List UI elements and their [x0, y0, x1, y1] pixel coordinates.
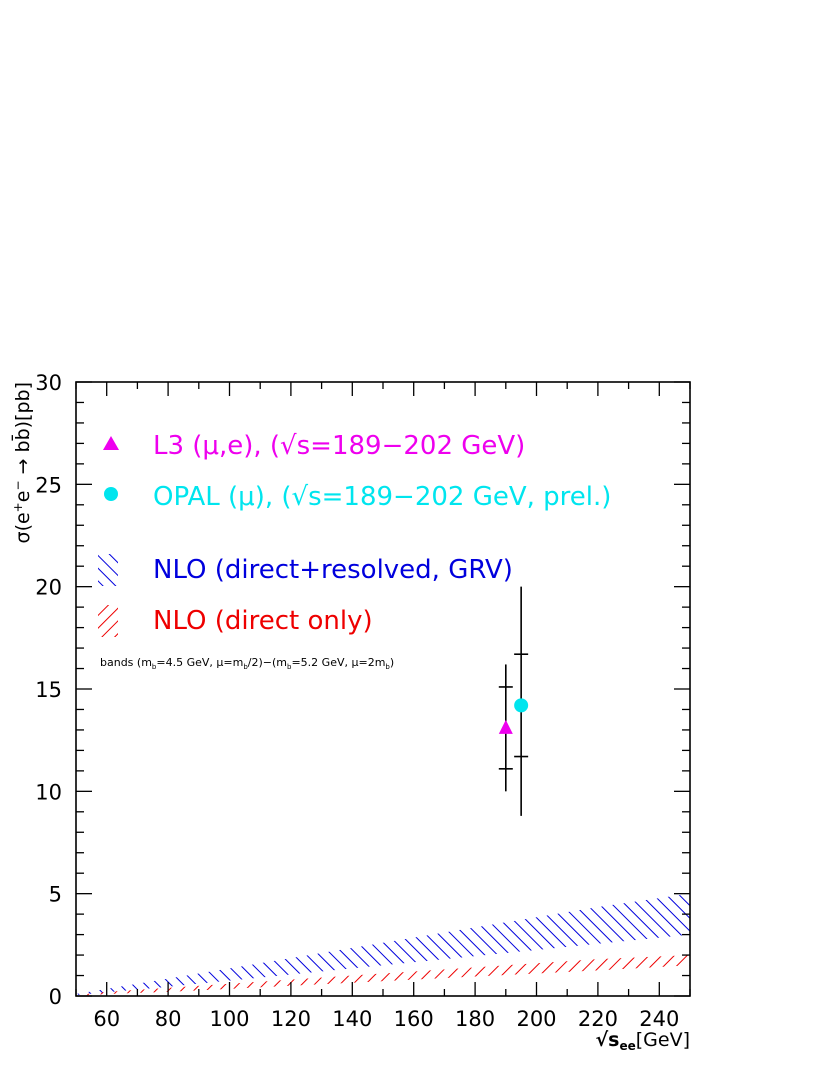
y-tick-label: 0: [49, 985, 62, 1009]
y-tick-label: 20: [35, 576, 62, 600]
x-axis-title: √see[GeV]: [595, 1029, 690, 1053]
x-tick-label: 180: [455, 1007, 495, 1031]
legend-swatch-nlo-full: [98, 554, 118, 586]
x-tick-label: 100: [209, 1007, 249, 1031]
legend-label-nlo-full: NLO (direct+resolved, GRV): [153, 555, 513, 585]
y-tick-label: 25: [35, 473, 62, 497]
plot-frame: [75, 381, 691, 997]
data-point-opal: [514, 698, 529, 713]
x-tick-label: 120: [271, 1007, 311, 1031]
legend-marker-opal: [104, 487, 118, 501]
y-tick-label: 5: [49, 883, 62, 907]
y-axis-title: σ(e+e− → bb̄)[pb]: [10, 382, 34, 543]
legend-swatch-nlo-direct: [98, 605, 118, 637]
legend: L3 (μ,e), (√s=189−202 GeV) OPAL (μ), (√s…: [98, 431, 611, 671]
data-point-l3: [498, 719, 513, 734]
bands-layer: [76, 893, 690, 996]
points-layer: [498, 586, 529, 816]
legend-label-l3: L3 (μ,e), (√s=189−202 GeV): [153, 431, 525, 461]
x-tick-label: 200: [516, 1007, 556, 1031]
ticks-layer: [75, 381, 691, 997]
y-tick-label: 30: [35, 371, 62, 395]
legend-label-nlo-direct: NLO (direct only): [153, 606, 373, 636]
legend-label-opal: OPAL (μ), (√s=189−202 GeV, prel.): [153, 482, 611, 512]
legend-marker-l3: [103, 436, 119, 450]
y-tick-label: 10: [35, 780, 62, 804]
x-tick-label: 240: [639, 1007, 679, 1031]
band-0: [76, 893, 690, 995]
x-tick-label: 140: [332, 1007, 372, 1031]
tick-labels-layer: 60 80 100 120 140 160 180 200 220 240 0 5 10 15 20 25 30: [35, 371, 679, 1031]
x-tick-label: 220: [578, 1007, 618, 1031]
x-tick-label: 60: [93, 1007, 120, 1031]
x-tick-label: 160: [394, 1007, 434, 1031]
x-tick-label: 80: [155, 1007, 182, 1031]
bands-annotation: bands (mb=4.5 GeV, μ=mb/2)−(mb=5.2 GeV, …: [100, 656, 394, 671]
y-tick-label: 15: [35, 678, 62, 702]
